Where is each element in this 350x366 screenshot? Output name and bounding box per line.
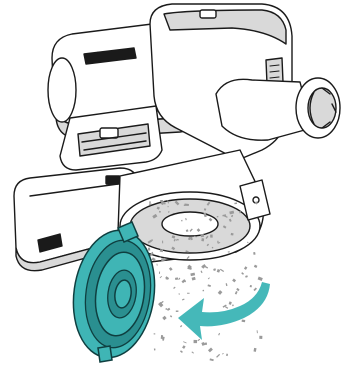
dust-particle <box>241 272 244 275</box>
dust-particle <box>254 348 257 352</box>
curved-arrow-icon <box>178 282 270 340</box>
dust-particle <box>204 208 206 210</box>
dust-particle <box>204 343 207 346</box>
motor-end-cap <box>48 58 76 122</box>
dust-particle <box>197 339 200 341</box>
dust-particle <box>194 340 198 343</box>
trigger-button <box>100 128 118 138</box>
dust-particle <box>210 358 214 361</box>
dust-particle <box>217 269 220 273</box>
dust-particle <box>216 354 220 358</box>
dust-particle <box>190 273 195 276</box>
dust-particle <box>222 353 224 354</box>
dust-particle <box>183 341 187 343</box>
dust-particle <box>229 301 232 304</box>
dust-particle <box>179 293 180 295</box>
dust-particle <box>235 291 238 295</box>
dust-particle <box>217 241 218 244</box>
dust-particle <box>180 325 182 327</box>
dust-particle <box>253 288 257 292</box>
dust-particle <box>210 235 213 238</box>
dust-particle <box>160 276 162 278</box>
dust-particle <box>220 269 224 272</box>
lid-latch-tab <box>98 346 112 362</box>
dust-particle <box>168 206 169 207</box>
dust-particle <box>148 248 150 251</box>
dust-bin-filter <box>162 212 218 236</box>
dust-particle <box>208 277 210 279</box>
dust-particle <box>157 264 158 266</box>
dust-particle <box>201 264 206 268</box>
dust-particle <box>225 306 228 309</box>
dust-particle <box>173 287 175 289</box>
dust-particle <box>164 203 166 205</box>
dust-particle <box>250 285 252 287</box>
dust-particle <box>149 201 151 203</box>
dust-particle <box>176 311 179 312</box>
arrow-shape <box>178 282 270 340</box>
dust-particle <box>232 278 236 282</box>
dust-particle <box>244 266 247 270</box>
dust-particle <box>162 316 166 320</box>
dust-particle <box>245 275 248 277</box>
dust-particle <box>182 299 185 301</box>
dust-particle <box>165 276 169 280</box>
dust-particle <box>200 234 204 237</box>
dust-particle <box>242 320 246 323</box>
dust-particle <box>226 354 228 356</box>
dust-particle <box>167 308 170 311</box>
dust-particle <box>180 350 183 353</box>
dust-particle <box>257 330 258 333</box>
dust-particle <box>232 305 234 307</box>
dust-particle <box>201 238 204 241</box>
dust-particle <box>162 241 163 244</box>
dust-particle <box>201 271 203 274</box>
dust-particle <box>218 333 220 336</box>
dust-particle <box>258 277 263 281</box>
dust-particle <box>159 211 161 213</box>
dust-particle <box>154 333 156 334</box>
dust-particle <box>187 293 190 294</box>
dust-particle <box>236 288 239 291</box>
dust-particle <box>178 278 180 280</box>
dust-particle <box>259 336 262 339</box>
dust-particle <box>160 249 163 252</box>
dust-particle <box>166 308 167 310</box>
dust-particle <box>182 345 186 349</box>
release-button <box>200 10 216 18</box>
dust-particle <box>159 272 160 274</box>
dust-particle <box>218 290 223 295</box>
dust-particle <box>226 283 228 286</box>
dust-particle <box>254 265 258 268</box>
dust-particle <box>253 252 255 255</box>
dust-particle <box>192 277 196 281</box>
dust-particle <box>170 315 172 317</box>
intake-nozzle-opening <box>308 88 336 128</box>
dust-particle <box>154 348 156 350</box>
dust-particle <box>203 290 205 292</box>
dust-particle <box>175 277 178 280</box>
dust-particle <box>208 284 211 287</box>
dust-particle <box>191 351 194 353</box>
dust-particle <box>169 267 173 271</box>
handheld-vacuum-icon <box>14 4 340 271</box>
dust-particle <box>208 348 213 353</box>
battery-latch <box>106 176 120 184</box>
dust-particle <box>213 268 216 271</box>
